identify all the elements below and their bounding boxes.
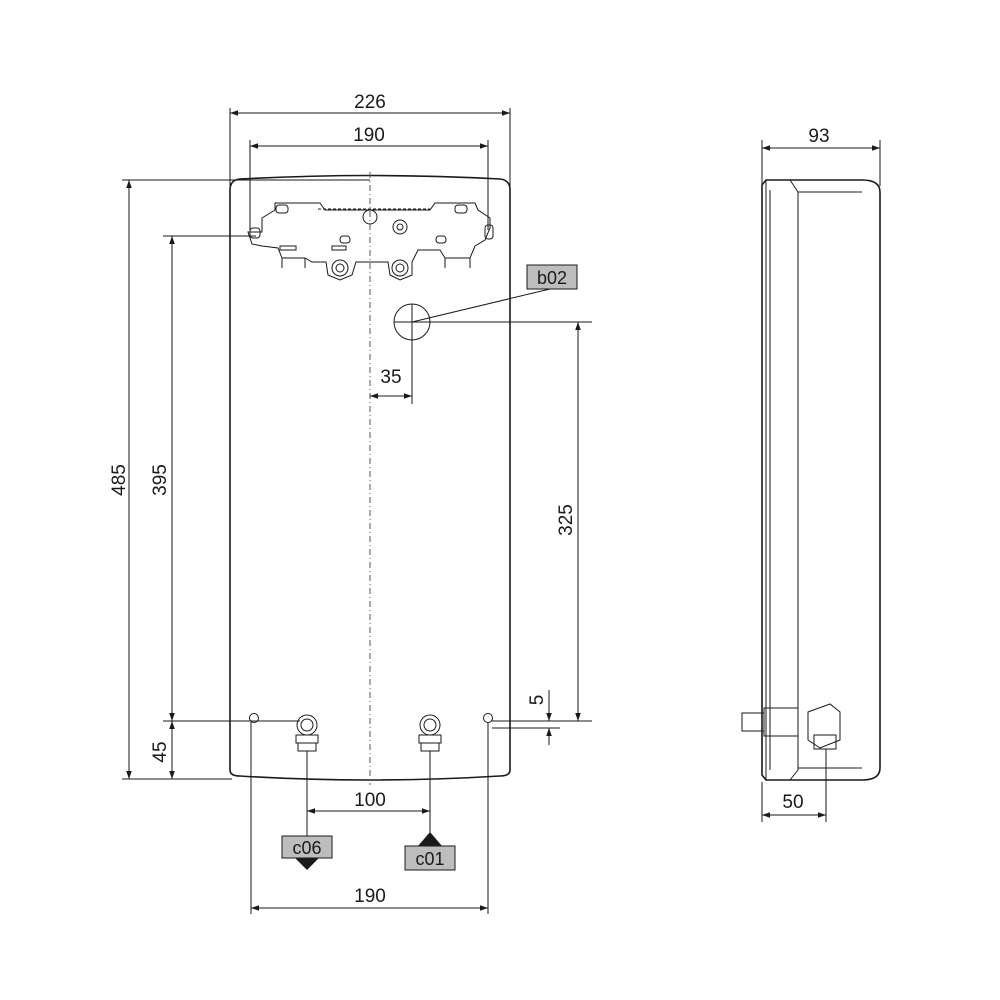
- dim-side-depth: 93: [808, 126, 829, 147]
- svg-text:b02: b02: [537, 268, 567, 288]
- svg-text:c06: c06: [292, 838, 321, 858]
- dim-hole-spacing-bottom: 190: [354, 886, 386, 907]
- dim-connection-to-bottom: 45: [150, 741, 171, 762]
- dim-bracket-width: 190: [353, 125, 385, 146]
- dim-overall-height: 485: [109, 464, 130, 496]
- dimension-lines: [122, 108, 881, 914]
- tag-c06: c06: [281, 835, 333, 870]
- dim-bracket-to-connection: 395: [150, 464, 171, 496]
- dim-overall-width: 226: [354, 92, 386, 113]
- outlet-arrow-icon: [295, 858, 319, 870]
- tag-b02: b02: [526, 264, 578, 290]
- dim-small-offset: 5: [527, 695, 548, 706]
- svg-text:c01: c01: [415, 849, 444, 869]
- front-view: [229, 172, 511, 836]
- mounting-bracket: [247, 202, 494, 281]
- side-view: [741, 179, 881, 822]
- dim-side-connection-depth: 50: [782, 792, 803, 813]
- side-housing-outline: [761, 179, 881, 781]
- inlet-arrow-icon: [418, 832, 442, 846]
- front-housing-outline: [229, 174, 511, 781]
- dim-hole-offset: 35: [380, 367, 401, 388]
- dim-b02-to-connection: 325: [556, 504, 577, 536]
- bottom-connections: [249, 713, 493, 752]
- dim-connection-spacing: 100: [354, 790, 386, 811]
- tag-c01: c01: [404, 832, 456, 871]
